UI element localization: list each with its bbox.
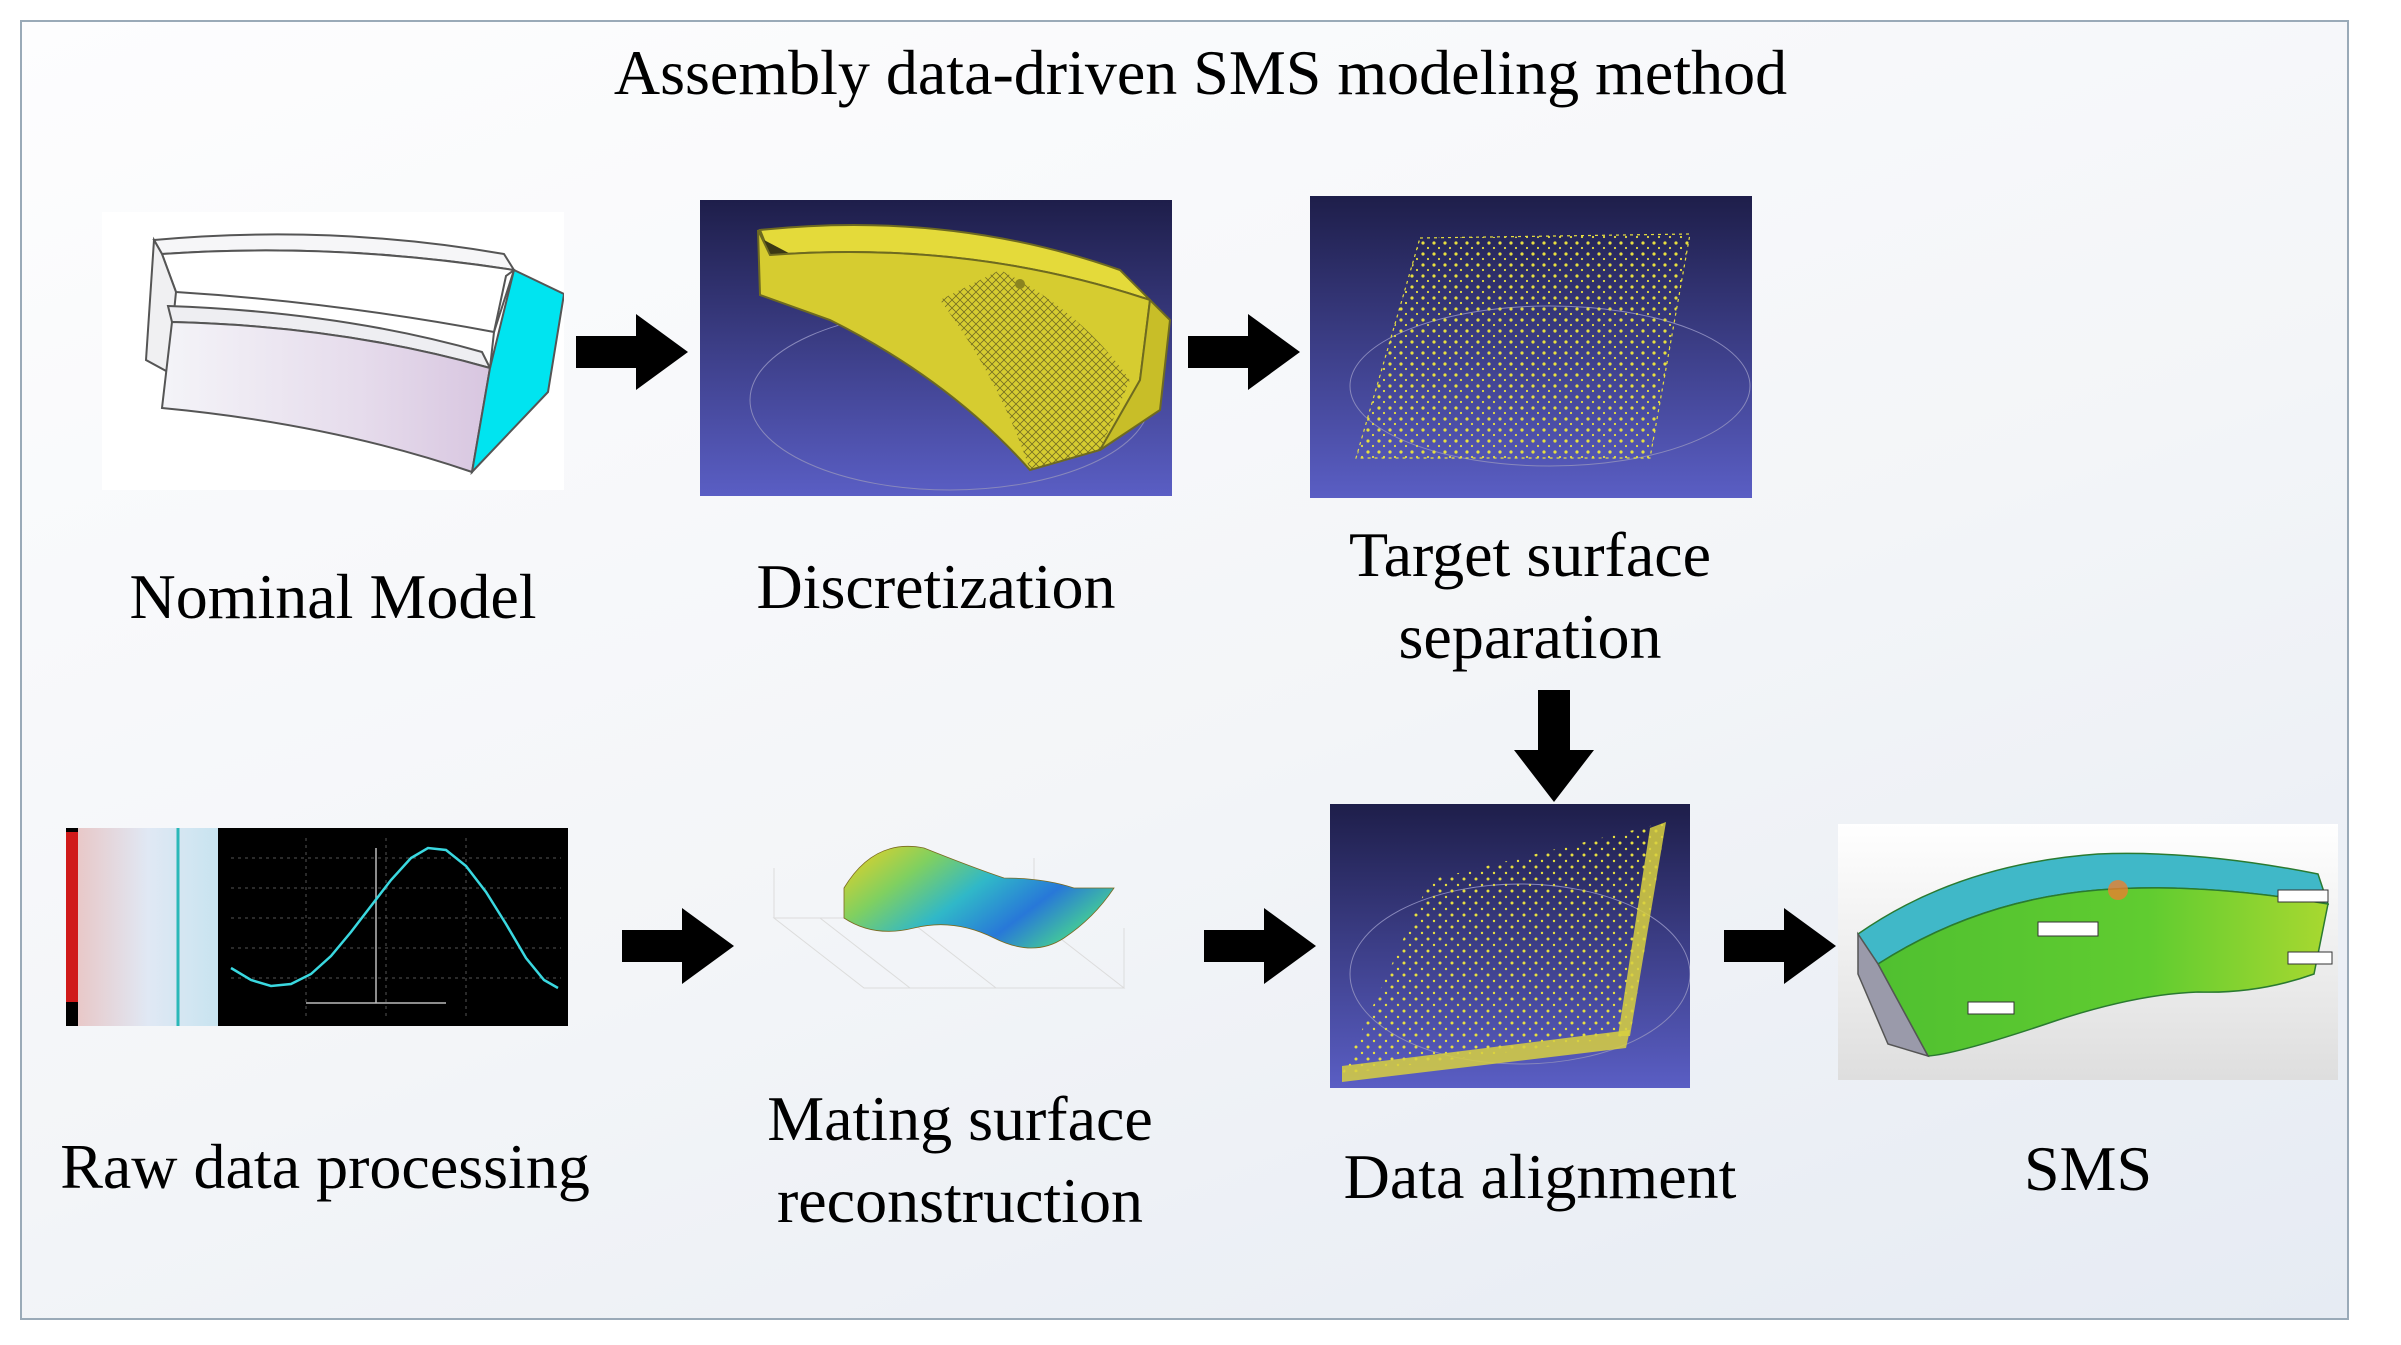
nominal-model-label: Nominal Model (129, 561, 537, 632)
sms-image (1838, 824, 2338, 1080)
data-alignment-label: Data alignment (1343, 1141, 1737, 1212)
flow-arrow-icon (1188, 314, 1300, 390)
target-surface-image (1310, 196, 1752, 498)
diagram-title: Assembly data-driven SMS modeling method (613, 37, 1788, 108)
mating-surface-label-line-2: reconstruction (776, 1165, 1144, 1236)
flow-arrow-icon (576, 314, 688, 390)
flow-arrow-icon (622, 908, 734, 984)
flow-arrow-icon (1724, 908, 1836, 984)
nominal-model-image (102, 212, 564, 490)
discretization-image (700, 200, 1172, 496)
target-surface-label-line-2: separation (1398, 601, 1662, 672)
data-alignment-image (1330, 804, 1690, 1088)
raw-data-processing-label: Raw data processing (60, 1131, 590, 1202)
mating-surface-image (734, 808, 1154, 1040)
raw-data-image (66, 828, 568, 1026)
mating-surface-label-line-1: Mating surface (767, 1083, 1153, 1154)
target-surface-label-line-1: Target surface (1348, 519, 1712, 590)
discretization-label: Discretization (756, 551, 1116, 622)
sms-label: SMS (2023, 1133, 2153, 1204)
flow-arrow-icon (1204, 908, 1316, 984)
flow-arrow-down-icon (1514, 690, 1594, 802)
